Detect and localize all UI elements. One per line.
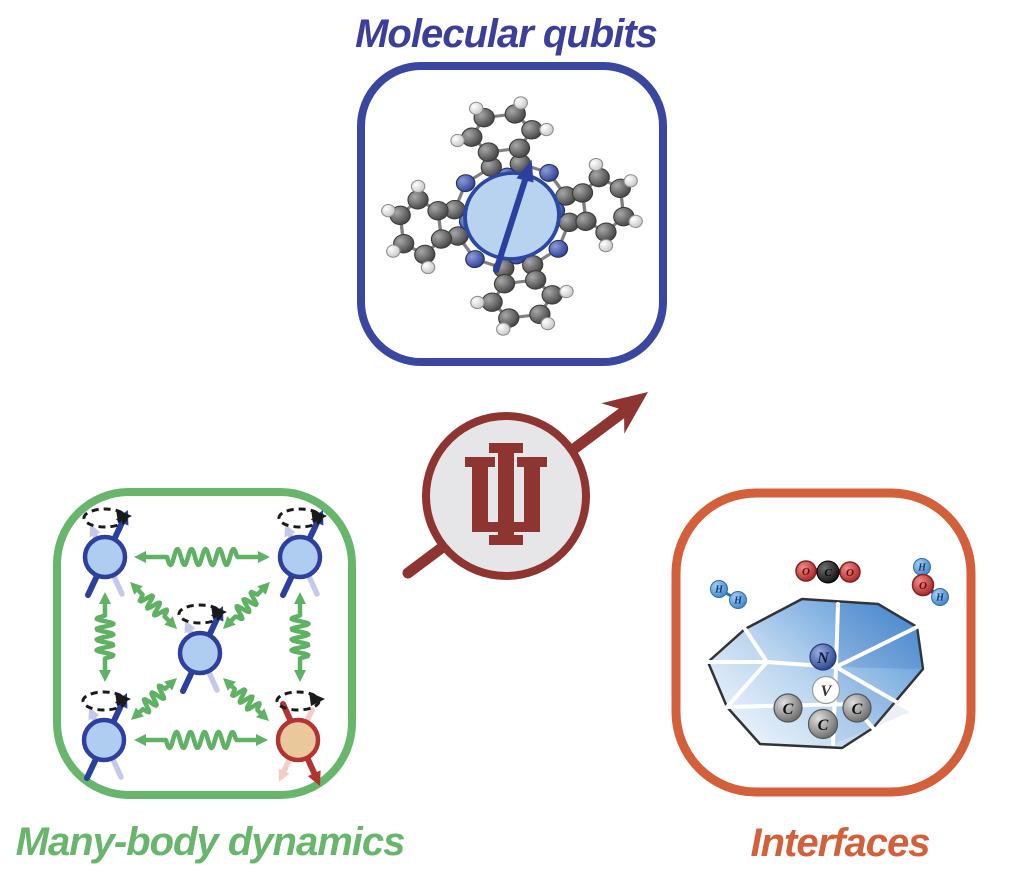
- atom-h: [710, 580, 728, 598]
- atom-label-c: C: [824, 567, 832, 579]
- precession-arrowhead: [211, 605, 227, 619]
- h2o-molecule: H HO: [911, 558, 949, 606]
- atom-label-h: H: [733, 596, 743, 607]
- spin: [277, 507, 327, 598]
- atom-c: [816, 560, 840, 584]
- atom-label-h: H: [935, 593, 945, 604]
- coupling-wavy-arrow: [289, 592, 311, 682]
- iu-spin-logo: [402, 392, 648, 580]
- atom-o: [839, 561, 861, 583]
- atom-label-n: N: [816, 650, 830, 667]
- h2-molecule: HH: [710, 580, 747, 609]
- atom-label-v: V: [821, 683, 833, 700]
- spin: [82, 507, 132, 598]
- atom-c: [807, 708, 839, 740]
- spin: [81, 690, 131, 781]
- crystal-facet-line: [834, 665, 914, 713]
- atom-c: [842, 693, 872, 723]
- precession-arrowhead: [309, 692, 325, 706]
- atom-o: [911, 573, 935, 597]
- atom-label-o: O: [846, 567, 854, 579]
- coupling-wavy-arrow: [134, 729, 268, 751]
- atom-v: [811, 675, 841, 705]
- interfaces-label: Interfaces: [750, 821, 931, 865]
- atom-label-h: H: [714, 585, 724, 596]
- coupling-wavy-arrow: [94, 592, 116, 682]
- atom-h: [729, 591, 747, 609]
- many-body-dynamics-label: Many-body dynamics: [15, 820, 406, 864]
- atom-o: [795, 560, 817, 582]
- coupling-wavy-arrow: [134, 546, 270, 568]
- spin-network: [81, 507, 327, 786]
- molecular-qubits-label: Molecular qubits: [355, 12, 658, 56]
- atom-label-o: O: [802, 566, 810, 578]
- coupling-wavy-arrow: [223, 582, 270, 629]
- interfaces-box: [671, 488, 976, 797]
- atom-label-c: C: [852, 701, 863, 718]
- spin: [177, 603, 227, 694]
- atom-label-h: H: [917, 563, 927, 574]
- molecular-qubits-box: [357, 62, 667, 366]
- coupling-wavy-arrow: [130, 582, 177, 629]
- atom-label-c: C: [783, 701, 794, 718]
- atom-n: [809, 643, 837, 671]
- iu-trident-icon: [465, 443, 547, 545]
- logo-arrowhead: [601, 392, 648, 434]
- crystal-facet-line: [834, 625, 919, 669]
- phthalocyanine-molecule: [381, 96, 643, 336]
- atom-label-c: C: [818, 717, 829, 734]
- atom-c: [773, 693, 803, 723]
- precession-arrowhead: [115, 692, 131, 706]
- atom-h: [931, 588, 949, 606]
- precession-arrowhead: [311, 509, 327, 523]
- flipped-spin: [275, 690, 325, 786]
- coupling-wavy-arrow: [223, 678, 269, 721]
- atom-label-o: O: [919, 580, 927, 592]
- crystal-facet-line: [743, 627, 769, 664]
- precession-arrowhead: [116, 509, 132, 523]
- coupling-wavy-arrow: [131, 678, 177, 720]
- crystal-facet-line: [725, 660, 769, 709]
- many-body-box: [53, 488, 356, 799]
